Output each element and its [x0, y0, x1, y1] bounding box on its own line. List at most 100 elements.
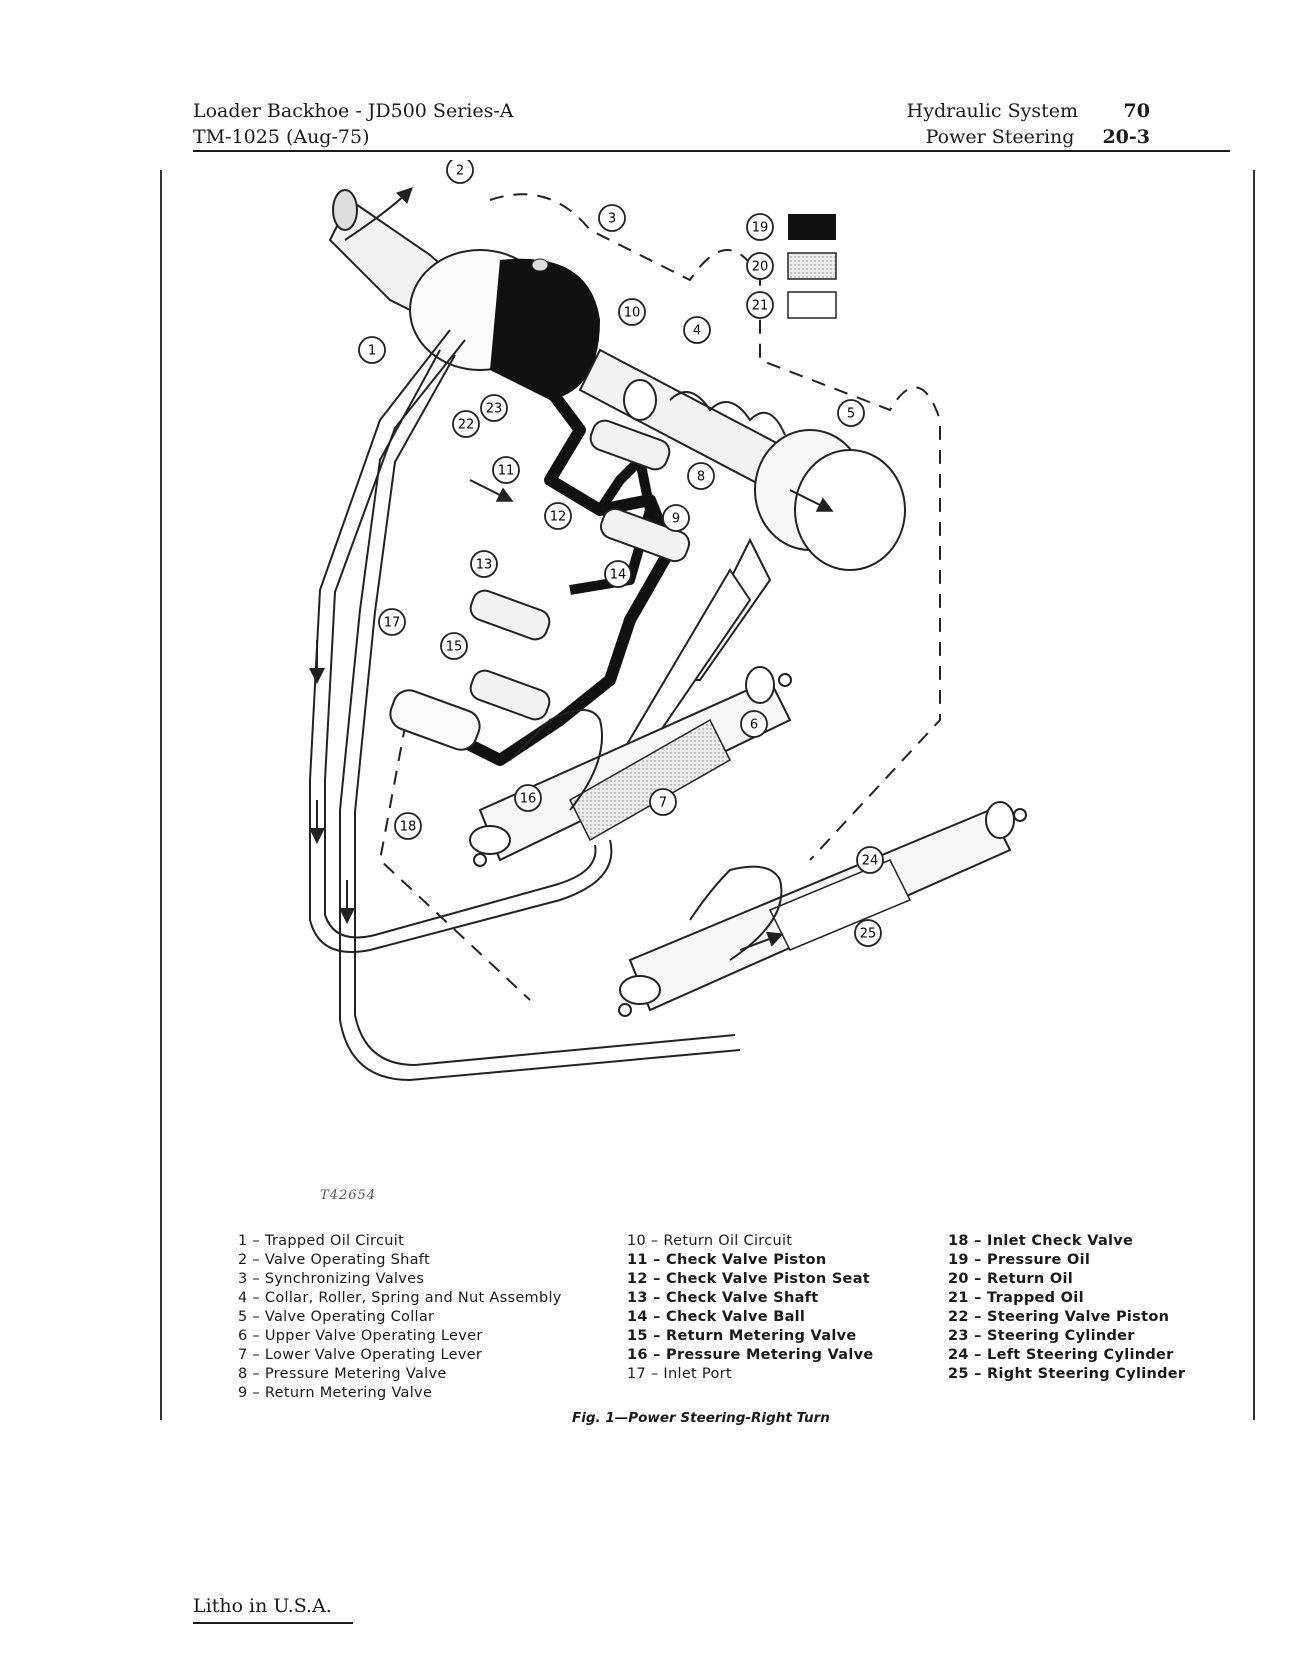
- callout-10: 10: [618, 298, 646, 326]
- callout-number: 4: [693, 324, 701, 339]
- callout-14: 14: [604, 560, 632, 588]
- callout-21: 21: [746, 291, 774, 319]
- legend-item: 5 – Valve Operating Collar: [238, 1309, 435, 1325]
- flow-arrows: [309, 479, 514, 924]
- callout-19: 19: [746, 213, 774, 241]
- legend-column-1: 1 – Trapped Oil Circuit 2 – Valve Operat…: [238, 1232, 562, 1403]
- callout-number: 10: [624, 306, 641, 321]
- callout-number: 3: [608, 212, 616, 227]
- legend-item: 24 – Left Steering Cylinder: [948, 1347, 1174, 1363]
- callout-number: 8: [697, 470, 705, 485]
- legend-item: 19 – Pressure Oil: [948, 1252, 1091, 1268]
- callout-4: 4: [683, 316, 711, 344]
- callout-number: 2: [456, 164, 464, 179]
- callout-1: 1: [358, 336, 386, 364]
- trapped-oil-circuit-outer: [339, 349, 741, 1082]
- legend-item: 11 – Check Valve Piston: [627, 1252, 827, 1268]
- right-margin-line: [1253, 170, 1255, 1420]
- callout-number: 22: [458, 418, 475, 433]
- callout-number: 16: [520, 792, 537, 807]
- callout-number: 12: [550, 510, 567, 525]
- callout-number: 18: [400, 820, 417, 835]
- callout-13: 13: [470, 550, 498, 578]
- section-title: Hydraulic System 70: [907, 100, 1150, 122]
- right-steering-cylinder: [618, 801, 1027, 1017]
- callout-16: 16: [514, 784, 542, 812]
- valve-spool: [578, 348, 792, 492]
- housing-outline: [489, 193, 941, 861]
- callout-number: 14: [610, 568, 627, 583]
- callout-3: 3: [598, 204, 626, 232]
- trapped-oil-circuit-inner: [354, 354, 736, 1067]
- callout-25: 25: [854, 919, 882, 947]
- pressure-oil-swatch: [788, 214, 836, 240]
- legend-item: 18 – Inlet Check Valve: [948, 1233, 1134, 1249]
- callout-number: 24: [862, 854, 879, 869]
- callout-24: 24: [856, 846, 884, 874]
- legend-item: 20 – Return Oil: [948, 1271, 1074, 1287]
- manual-number: TM-1025 (Aug-75): [193, 126, 370, 148]
- callout-11: 11: [492, 456, 520, 484]
- legend-item: 21 – Trapped Oil: [948, 1290, 1084, 1306]
- legend-column-2: 10 – Return Oil Circuit 11 – Check Valve…: [627, 1232, 874, 1384]
- legend-column-3: 18 – Inlet Check Valve 19 – Pressure Oil…: [948, 1232, 1185, 1384]
- section-name: Hydraulic System: [906, 100, 1078, 122]
- oil-legend-swatches: [787, 214, 837, 319]
- legend-item: 4 – Collar, Roller, Spring and Nut Assem…: [238, 1290, 562, 1306]
- legend-item: 25 – Right Steering Cylinder: [948, 1366, 1186, 1382]
- footer-rule: [193, 1622, 353, 1624]
- left-cylinder-hose: [509, 709, 603, 811]
- legend-item: 22 – Steering Valve Piston: [948, 1309, 1170, 1325]
- legend-item: 12 – Check Valve Piston Seat: [627, 1271, 871, 1287]
- callout-22: 22: [452, 410, 480, 438]
- legend-item: 1 – Trapped Oil Circuit: [238, 1233, 405, 1249]
- legend-item: 16 – Pressure Metering Valve: [627, 1347, 874, 1363]
- legend-item: 6 – Upper Valve Operating Lever: [238, 1328, 483, 1344]
- figure-id: T42654: [320, 1188, 377, 1203]
- figure-caption: Fig. 1—Power Steering-Right Turn: [572, 1410, 830, 1426]
- section-page-number: 20-3: [1102, 126, 1150, 148]
- return-oil-circuit-outer: [309, 329, 613, 953]
- manual-title: Loader Backhoe - JD500 Series-A: [193, 100, 514, 122]
- legend-item: 23 – Steering Cylinder: [948, 1328, 1135, 1344]
- callout-number: 23: [486, 402, 503, 417]
- callout-18: 18: [394, 812, 422, 840]
- callout-number: 6: [750, 718, 758, 733]
- trapped-oil-swatch: [787, 291, 837, 319]
- power-steering-diagram: 1234567891011121314151617181920212223242…: [309, 160, 1027, 1082]
- callout-number: 20: [752, 260, 769, 275]
- callout-6: 6: [740, 710, 768, 738]
- legend-item: 8 – Pressure Metering Valve: [238, 1366, 447, 1382]
- callout-number: 15: [446, 640, 463, 655]
- callout-number: 19: [752, 221, 769, 236]
- page-number: 70: [1123, 100, 1150, 122]
- callout-20: 20: [746, 252, 774, 280]
- callout-number: 21: [752, 299, 769, 314]
- header-rule: [193, 150, 1230, 152]
- callout-number: 13: [476, 558, 493, 573]
- legend-item: 17 – Inlet Port: [627, 1366, 732, 1382]
- legend-item: 9 – Return Metering Valve: [238, 1385, 433, 1401]
- right-cylinder-hose: [689, 865, 783, 961]
- callout-number: 25: [860, 927, 877, 942]
- callout-labels: 1234567891011121314151617181920212223242…: [358, 160, 884, 947]
- pressure-oil-passage: [395, 386, 676, 766]
- legend-item: 7 – Lower Valve Operating Lever: [238, 1347, 483, 1363]
- callout-9: 9: [662, 504, 690, 532]
- left-margin-line: [160, 170, 162, 1420]
- return-oil-circuit-inner: [324, 339, 597, 939]
- lower-housing-outline: [378, 699, 531, 1001]
- callout-number: 11: [498, 464, 515, 479]
- callout-number: 7: [659, 796, 667, 811]
- footer-text: Litho in U.S.A.: [193, 1595, 332, 1617]
- callout-number: 1: [368, 344, 376, 359]
- left-steering-cylinder: [469, 666, 792, 867]
- callout-2: 2: [446, 160, 474, 184]
- legend-item: 3 – Synchronizing Valves: [238, 1271, 425, 1287]
- callout-12: 12: [544, 502, 572, 530]
- callout-8: 8: [687, 462, 715, 490]
- metering-valves: [389, 419, 691, 751]
- callout-23: 23: [480, 394, 508, 422]
- return-oil-swatch: [787, 252, 837, 280]
